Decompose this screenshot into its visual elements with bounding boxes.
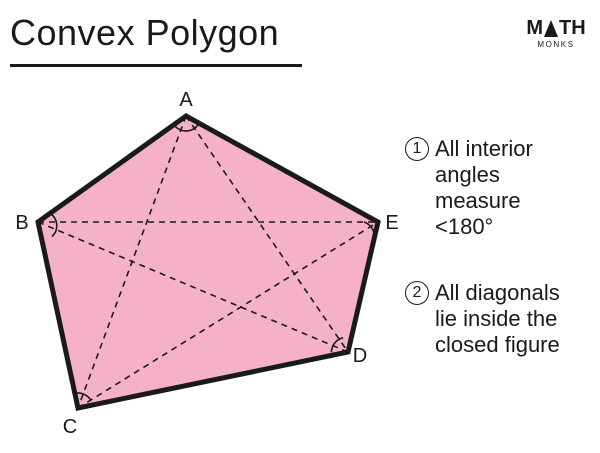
diagonal-b-d [37, 221, 349, 353]
vertex-label-c: C [63, 416, 77, 438]
vertex-label-d: D [353, 345, 367, 367]
property-diagonals-inside: 2 All diagonals lie inside the closed fi… [405, 280, 595, 358]
angle-arc-b [49, 212, 58, 238]
title-underline [10, 64, 302, 67]
property-line: <180° [435, 214, 494, 239]
property-text: All interior angles measure <180° [435, 136, 595, 240]
vertex-label-e: E [385, 212, 398, 234]
vertex-label-b: B [15, 212, 28, 234]
property-line: angles [435, 162, 500, 187]
property-line: All interior [435, 136, 533, 161]
logo-letters-th: TH [559, 17, 586, 39]
property-line: closed figure [435, 332, 560, 357]
logo-wordmark: M TH [524, 18, 588, 38]
angle-arc-a [173, 122, 201, 132]
property-line: All diagonals [435, 280, 560, 305]
diagonals [37, 115, 379, 409]
pentagon-shape [35, 113, 381, 411]
property-number-badge: 2 [405, 281, 429, 305]
diagonal-a-d [185, 115, 349, 353]
property-number-badge: 1 [405, 137, 429, 161]
property-line: lie inside the [435, 306, 558, 331]
logo-triangle-a-icon [544, 20, 558, 37]
angle-arc-e [363, 221, 376, 237]
logo-subtitle: MONKS [537, 40, 575, 49]
diagonal-c-e [77, 221, 379, 409]
property-line: measure [435, 188, 521, 213]
vertex-label-a: A [179, 89, 193, 111]
logo-letter-m: M [526, 17, 543, 39]
angle-arc-c [74, 392, 92, 401]
brand-logo: M TH MONKS [524, 18, 588, 49]
angle-arc-d [330, 337, 344, 353]
property-interior-angles: 1 All interior angles measure <180° [405, 136, 595, 240]
property-text: All diagonals lie inside the closed figu… [435, 280, 595, 358]
page-title: Convex Polygon [10, 12, 280, 53]
angle-arcs [49, 122, 376, 401]
